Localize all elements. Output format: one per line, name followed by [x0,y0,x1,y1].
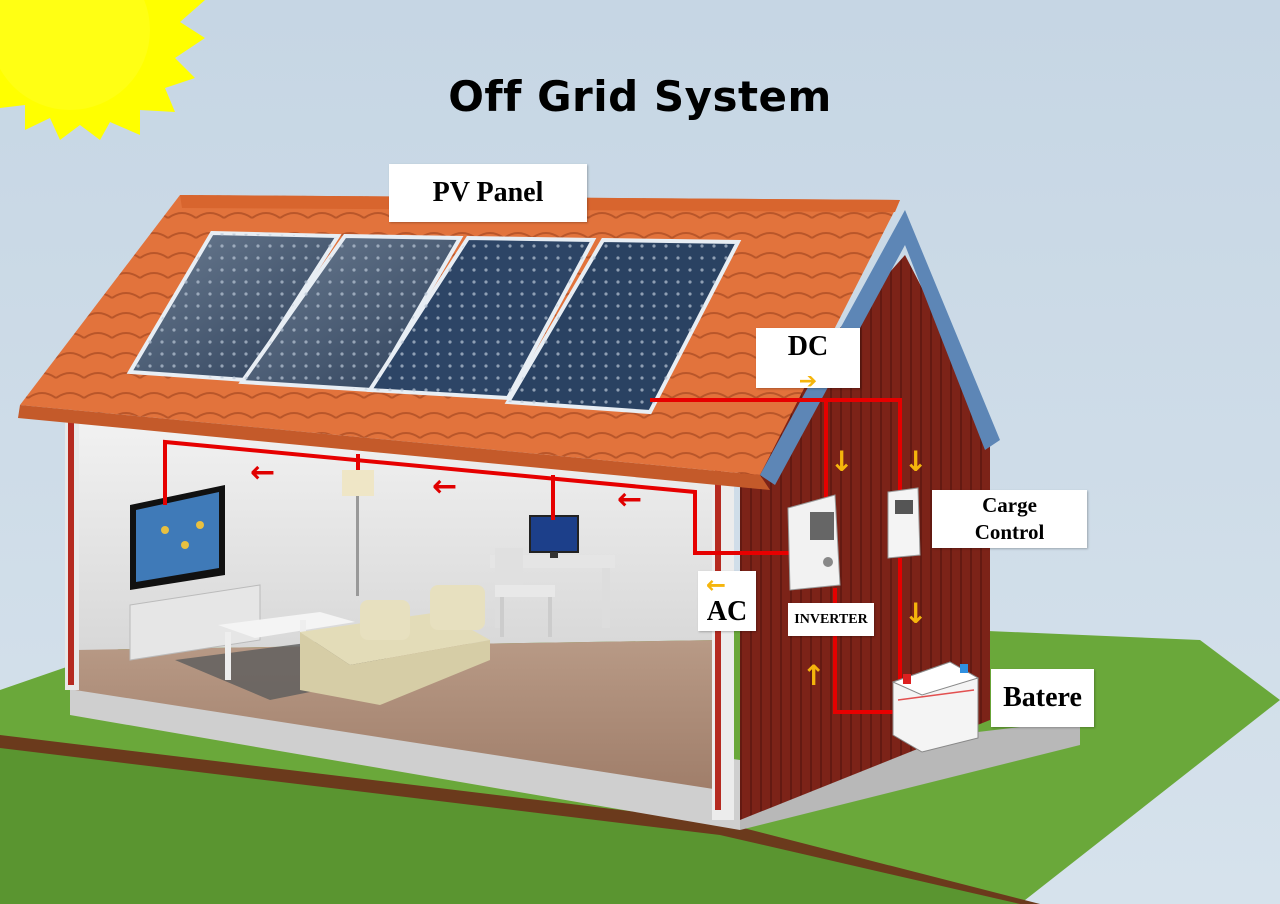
tv-icon [130,485,225,590]
charge-control-label: Carge Control [932,490,1087,548]
charge-control-line1: Carge [982,493,1037,517]
wire-arrow-left-icon: ← [250,455,276,490]
floor-lamp-icon [342,470,374,596]
ac-wire-to-house [163,439,790,555]
inverter-label: INVERTER [788,603,874,636]
arrow-down-icon: ↓ [830,445,854,478]
ac-label-text: AC [706,596,748,627]
arrow-left-icon: ← [706,571,727,599]
wire-arrow-left-icon: ← [617,482,643,517]
ac-label: ← AC [698,571,756,631]
wire-arrow-left-icon: ← [432,469,458,504]
pv-panel-label: PV Panel [389,164,587,222]
battery-label: Batere [991,669,1094,727]
arrow-down-icon: ↓ [904,445,928,478]
dc-label: DC ➔ [756,328,860,393]
arrow-right-icon: ➔ [798,369,818,394]
sun-icon [0,0,205,140]
arrow-down-icon: ↓ [904,597,928,630]
diagram-title: Off Grid System [448,72,832,121]
battery-icon [891,661,980,753]
arrow-up-icon: ↑ [802,659,826,692]
chair-icon [495,548,555,637]
dc-wire-from-panels [650,398,902,492]
sofa-icon [300,585,490,705]
inverter-device-icon [787,494,841,591]
dc-label-text: DC [787,331,829,362]
charge-controller-device-icon [887,487,921,559]
charge-control-line2: Control [974,520,1045,544]
pv-panels [126,230,742,415]
